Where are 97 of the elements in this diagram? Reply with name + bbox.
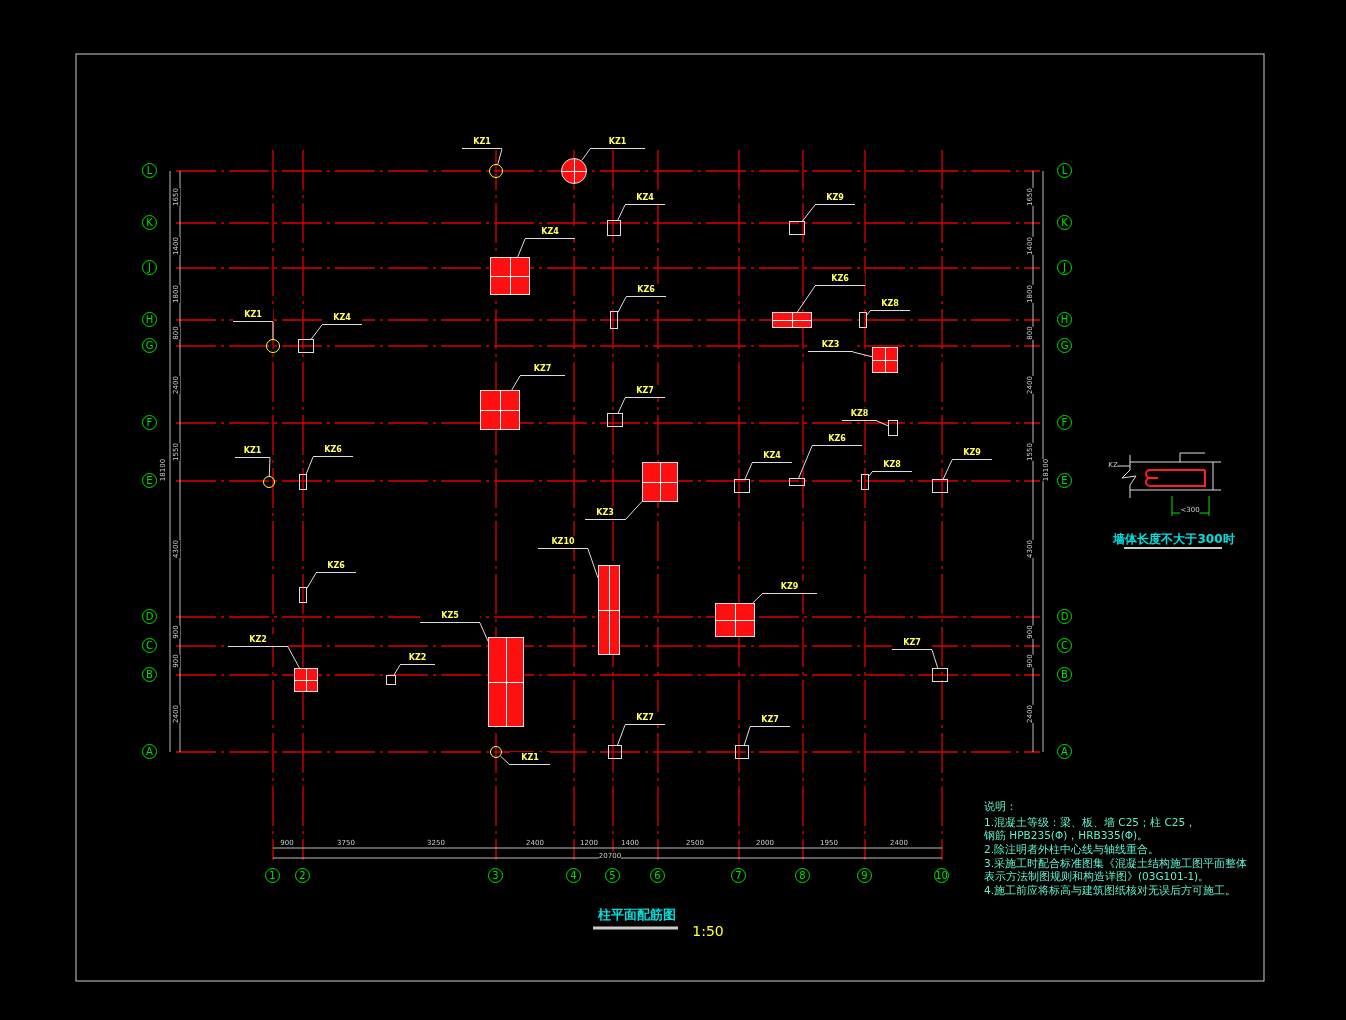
leader-line xyxy=(581,148,591,161)
leader-line xyxy=(624,501,643,521)
column-tag: KZ6 xyxy=(626,284,666,297)
column-section xyxy=(734,479,750,493)
column-tag: KZ7 xyxy=(625,712,665,725)
leader-line xyxy=(617,204,626,221)
column-section xyxy=(488,637,524,727)
column-tag: KZ4 xyxy=(322,312,362,325)
leader-line xyxy=(511,375,521,391)
column-tag: KZ5 xyxy=(420,610,480,623)
leader-line xyxy=(587,548,599,579)
column-section xyxy=(608,745,622,759)
note-text: 1.混凝土等级：梁、板、墙 C25；柱 C25，钢筋 HPB235(Φ)，HRB335(Φ)。 xyxy=(984,816,1198,842)
column-section xyxy=(859,312,867,328)
column-tag: KZ2 xyxy=(228,634,288,647)
column-section xyxy=(294,668,318,692)
leader-line xyxy=(796,285,816,313)
leader-line xyxy=(931,649,939,669)
column-section xyxy=(607,220,621,236)
leader-line xyxy=(393,664,401,676)
column-tag: KZ3 xyxy=(585,507,625,520)
column-tag: KZ7 xyxy=(520,363,565,376)
column-section xyxy=(872,347,898,373)
column-section xyxy=(490,257,530,295)
column-tag: KZ10 xyxy=(538,536,588,549)
column-section xyxy=(598,565,620,655)
leader-line xyxy=(942,459,953,480)
column-section xyxy=(932,479,948,493)
column-section xyxy=(642,462,678,502)
leader-line xyxy=(617,724,626,746)
column-tag: KZ6 xyxy=(812,433,862,446)
column-section xyxy=(789,478,805,486)
leader-line xyxy=(798,445,813,479)
leader-line xyxy=(802,204,816,222)
notes-heading: 说明： xyxy=(984,800,1017,813)
drawing-title: 柱平面配筋图 xyxy=(598,906,676,924)
column-tag: KZ7 xyxy=(892,637,932,650)
column-section xyxy=(298,339,314,353)
note-text: 2.除注明者外柱中心线与轴线重合。 xyxy=(984,843,1161,856)
leader-line xyxy=(310,324,323,340)
column-section xyxy=(789,221,805,235)
note-text: 4.施工前应将标高与建筑图纸核对无误后方可施工。 xyxy=(984,884,1238,897)
leader-line xyxy=(497,148,503,165)
leader-line xyxy=(868,471,873,477)
column-tag: KZ9 xyxy=(815,192,855,205)
column-tag: KZ9 xyxy=(952,447,992,460)
column-section xyxy=(480,390,520,430)
column-section xyxy=(888,420,898,436)
leader-line xyxy=(876,420,889,427)
leader-line xyxy=(752,593,763,604)
column-section xyxy=(735,745,749,759)
leader-line xyxy=(517,238,526,258)
column-tag: KZ4 xyxy=(752,450,792,463)
column-tag: KZ3 xyxy=(808,339,853,352)
scale-text: 1:50 xyxy=(692,923,724,939)
leader-line xyxy=(268,457,271,477)
column-circle xyxy=(561,158,587,184)
column-section xyxy=(610,311,618,329)
column-tag: KZ6 xyxy=(316,560,356,573)
leader-line xyxy=(287,646,300,669)
leader-line xyxy=(617,397,626,414)
column-tag: KZ1 xyxy=(235,445,270,458)
column-tag: KZ1 xyxy=(590,136,645,149)
column-tag: KZ1 xyxy=(462,136,502,149)
column-section xyxy=(772,312,812,328)
detail-caption: 墙体长度不大于300时 xyxy=(1113,530,1235,548)
column-section xyxy=(299,474,307,490)
column-section xyxy=(861,474,869,490)
column-tag: KZ4 xyxy=(625,192,665,205)
column-tag: KZ4 xyxy=(525,226,575,239)
column-tag: KZ8 xyxy=(870,298,910,311)
column-tag: KZ1 xyxy=(233,309,273,322)
column-tag: KZ8 xyxy=(842,408,877,421)
leader-line xyxy=(479,622,489,642)
column-section xyxy=(299,587,307,603)
leader-line xyxy=(617,296,627,313)
column-section xyxy=(607,413,623,427)
column-section xyxy=(386,675,396,685)
leader-line xyxy=(866,310,871,316)
column-section xyxy=(932,668,948,682)
leader-line xyxy=(852,351,873,358)
column-tag: KZ9 xyxy=(762,581,817,594)
column-tag: KZ7 xyxy=(625,385,665,398)
leader-line xyxy=(499,755,511,766)
leader-line xyxy=(743,726,751,746)
column-tag: KZ7 xyxy=(750,714,790,727)
column-tag: KZ2 xyxy=(400,652,435,665)
column-tag: KZ1 xyxy=(510,752,550,765)
column-tag: KZ8 xyxy=(872,459,912,472)
leader-line xyxy=(305,456,314,475)
note-text: 3.采施工时配合标准图集《混凝土结构施工图平面整体表示方法制图规则和构造详图》(03G101-1)。 xyxy=(984,857,1249,883)
leader-line xyxy=(306,572,317,589)
leader-line xyxy=(744,462,753,480)
column-tag: KZ6 xyxy=(313,444,353,457)
column-tag: KZ6 xyxy=(815,273,865,286)
column-section xyxy=(715,603,755,637)
leader-line xyxy=(272,321,274,340)
